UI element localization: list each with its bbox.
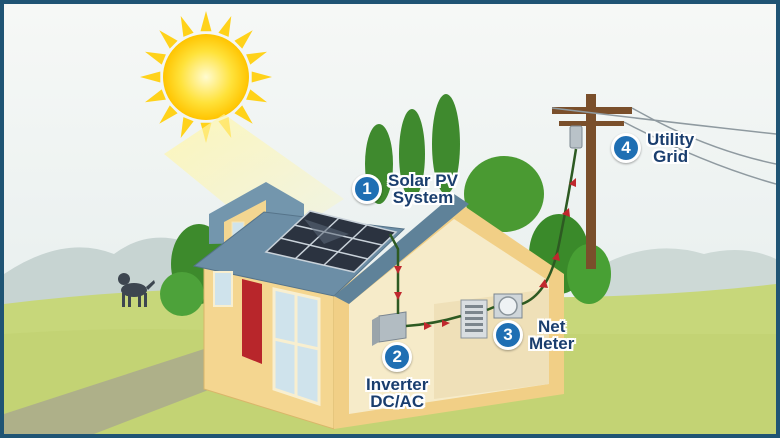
walkway bbox=[4, 349, 254, 434]
callout-label-line: Utility bbox=[647, 130, 695, 149]
house bbox=[192, 182, 564, 430]
callout-number-badge: 3 bbox=[493, 320, 523, 350]
callout-label: Solar PV System bbox=[388, 172, 458, 206]
sun-ray bbox=[159, 105, 178, 124]
sun-ray bbox=[251, 71, 272, 83]
current-arrows bbox=[394, 178, 576, 330]
callout-net-meter: 3 Net Meter bbox=[493, 318, 574, 352]
callout-label-line: Solar PV bbox=[388, 171, 458, 190]
sun-ray bbox=[234, 105, 253, 124]
callout-inverter: 2 Inverter DC/AC bbox=[366, 342, 428, 410]
callout-label: Utility Grid bbox=[647, 131, 694, 165]
callout-label-line: Meter bbox=[529, 334, 575, 353]
dog-silhouette bbox=[118, 273, 155, 307]
sun-ray bbox=[159, 30, 178, 49]
sun bbox=[140, 11, 272, 143]
callout-number-badge: 4 bbox=[611, 133, 641, 163]
callout-label-line: Grid bbox=[653, 147, 689, 166]
callout-label-line: Inverter bbox=[366, 375, 429, 394]
callout-number-badge: 1 bbox=[352, 174, 382, 204]
sun-ray bbox=[145, 51, 166, 65]
sun-ray bbox=[180, 117, 194, 138]
sun-ray bbox=[234, 30, 253, 49]
callout-label: Net Meter bbox=[529, 318, 574, 352]
sun-ray bbox=[218, 16, 232, 37]
callout-label-line: DC/AC bbox=[370, 392, 425, 411]
sun-ray bbox=[180, 16, 194, 37]
sun-ray bbox=[246, 51, 267, 65]
callout-utility-grid: 4 Utility Grid bbox=[611, 131, 694, 165]
callout-number-badge: 2 bbox=[382, 342, 413, 372]
callout-label-line: System bbox=[392, 188, 454, 207]
callout-label: Inverter DC/AC bbox=[366, 376, 428, 410]
sun-ray bbox=[140, 71, 161, 83]
utility-pole bbox=[551, 94, 776, 269]
sun-ray bbox=[200, 11, 212, 32]
callout-solar-pv-system: 1 Solar PV System bbox=[352, 172, 458, 206]
solar-house-illustration bbox=[4, 4, 776, 434]
callout-label-line: Net bbox=[537, 317, 566, 336]
sun-ray bbox=[145, 89, 166, 103]
sun-ray bbox=[246, 89, 267, 103]
